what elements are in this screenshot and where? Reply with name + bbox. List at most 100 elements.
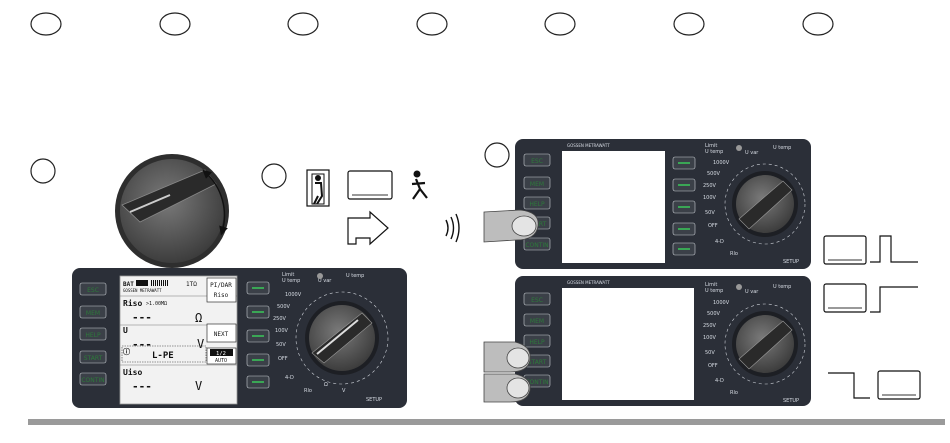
callout-circle-6 <box>673 12 705 36</box>
svg-text:4-D: 4-D <box>715 378 724 384</box>
svg-text:100V: 100V <box>275 328 289 334</box>
lcd-display: BAT 1TΩ Riso >1.00MΩ --- Ω U --- V ⓘ L-P… <box>119 275 238 405</box>
svg-text:U var: U var <box>745 150 759 156</box>
svg-text:Rlo: Rlo <box>730 251 738 257</box>
svg-text:U temp: U temp <box>773 284 791 290</box>
svg-text:500V: 500V <box>707 311 721 317</box>
rotary-dial[interactable]: U temp U var 1000V 500V 250V 100V 50V OF… <box>273 273 389 403</box>
svg-text:V: V <box>342 388 346 394</box>
step-circle-c <box>484 142 510 168</box>
svg-text:AUTO: AUTO <box>215 358 227 364</box>
start-button-lower[interactable]: START <box>528 359 547 366</box>
rotary-knob-large <box>115 154 229 268</box>
svg-text:>1.00MΩ: >1.00MΩ <box>146 301 167 307</box>
press-short-icon <box>823 235 918 265</box>
softkey-upper-3[interactable] <box>672 200 696 214</box>
svg-text:ⓘ: ⓘ <box>123 347 130 356</box>
svg-text:---: --- <box>132 380 152 393</box>
contin-button-lower[interactable]: CONTIN <box>525 379 548 386</box>
push-arrow-icon <box>347 210 389 246</box>
svg-text:U var: U var <box>745 289 759 295</box>
svg-text:NEXT: NEXT <box>214 331 229 338</box>
svg-text:100V: 100V <box>703 335 717 341</box>
svg-text:U temp: U temp <box>705 149 723 155</box>
lcd-blank-upper <box>562 151 665 263</box>
battery-icon <box>136 280 148 286</box>
svg-text:V: V <box>195 379 202 393</box>
svg-text:U temp: U temp <box>346 273 364 279</box>
svg-text:1000V: 1000V <box>285 292 302 298</box>
svg-text:U temp: U temp <box>705 288 723 294</box>
svg-text:Rlo: Rlo <box>730 390 738 396</box>
softkey-upper-4[interactable] <box>672 222 696 236</box>
mem-button-upper[interactable]: MEM <box>530 181 544 188</box>
svg-text:Uiso: Uiso <box>123 367 142 377</box>
left-buttons: ESC MEM HELP START CONTIN <box>79 282 107 386</box>
start-button[interactable]: START <box>84 355 103 362</box>
svg-text:GOSSEN METRAWATT: GOSSEN METRAWATT <box>567 280 610 285</box>
person-leaving-icon <box>306 169 330 207</box>
svg-text:SETUP: SETUP <box>366 397 382 403</box>
svg-text:OFF: OFF <box>708 363 718 369</box>
step-circle-b <box>261 163 287 189</box>
svg-text:250V: 250V <box>703 323 717 329</box>
footer-bar <box>28 419 945 425</box>
contin-button-upper[interactable]: CONTIN <box>525 242 548 249</box>
svg-text:U: U <box>123 326 128 335</box>
svg-text:SETUP: SETUP <box>783 259 799 265</box>
svg-text:50V: 50V <box>705 350 715 356</box>
contin-button[interactable]: CONTIN <box>81 377 104 384</box>
mem-button-lower[interactable]: MEM <box>530 318 544 325</box>
mem-button[interactable]: MEM <box>86 310 100 317</box>
rotary-dial-upper[interactable]: U temp U var 1000V 500V 250V 100V 50V OF… <box>703 145 806 265</box>
svg-text:1/2: 1/2 <box>216 351 226 357</box>
esc-button-upper[interactable]: ESC <box>531 158 543 165</box>
softkey-upper-2[interactable] <box>672 178 696 192</box>
svg-text:250V: 250V <box>273 316 287 322</box>
svg-text:50V: 50V <box>276 342 286 348</box>
softkey-upper-1[interactable] <box>672 156 696 170</box>
svg-text:4-D: 4-D <box>285 375 294 381</box>
svg-text:SETUP: SETUP <box>783 398 799 404</box>
svg-text:BAT: BAT <box>123 281 134 288</box>
help-button-upper[interactable]: HELP <box>529 201 545 208</box>
release-icon <box>828 370 921 400</box>
softkey-1[interactable] <box>246 281 270 295</box>
esc-button[interactable]: ESC <box>87 287 99 294</box>
softkey-4[interactable] <box>246 353 270 367</box>
svg-text:---: --- <box>132 311 152 324</box>
softkey-3[interactable] <box>246 329 270 343</box>
svg-text:---: --- <box>132 338 152 351</box>
svg-text:PI/DAR: PI/DAR <box>210 282 232 289</box>
svg-text:GOSSEN METRAWATT: GOSSEN METRAWATT <box>567 143 610 148</box>
softkey-5[interactable] <box>246 375 270 389</box>
limit-indicator: Limit U temp <box>282 272 323 284</box>
softkey-upper-5[interactable] <box>672 242 696 256</box>
instrument-panel-upper: ESC MEM HELP START CONTIN GOSSEN METRAWA… <box>515 139 811 269</box>
svg-text:OFF: OFF <box>708 223 718 229</box>
callout-circle-3 <box>287 12 319 36</box>
svg-text:500V: 500V <box>707 171 721 177</box>
callout-circle-2 <box>159 12 191 36</box>
softkey-2[interactable] <box>246 305 270 319</box>
svg-text:Limit: Limit <box>705 143 717 149</box>
svg-text:Riso: Riso <box>123 298 142 308</box>
esc-button-lower[interactable]: ESC <box>531 297 543 304</box>
callout-circle-1 <box>30 12 62 36</box>
callout-circle-5 <box>544 12 576 36</box>
svg-text:U temp: U temp <box>282 278 300 284</box>
svg-text:L-PE: L-PE <box>152 351 174 361</box>
rotary-dial-lower[interactable]: U temp U var 1000V 500V 250V 100V 50V OF… <box>703 284 806 404</box>
help-button[interactable]: HELP <box>85 332 101 339</box>
svg-text:Riso: Riso <box>214 292 229 299</box>
sound-waves-icon <box>445 213 460 243</box>
svg-text:250V: 250V <box>703 183 717 189</box>
svg-text:GOSSEN METRAWATT: GOSSEN METRAWATT <box>123 288 162 293</box>
svg-text:1TΩ: 1TΩ <box>186 281 197 288</box>
svg-text:Limit: Limit <box>705 282 717 288</box>
rotation-arrow-icon <box>202 169 228 236</box>
help-button-lower[interactable]: HELP <box>529 339 545 346</box>
svg-text:Rlo: Rlo <box>304 388 312 394</box>
callout-circle-7 <box>802 12 834 36</box>
instrument-panel-lower: ESC MEM HELP START CONTIN GOSSEN METRAWA… <box>515 276 811 406</box>
